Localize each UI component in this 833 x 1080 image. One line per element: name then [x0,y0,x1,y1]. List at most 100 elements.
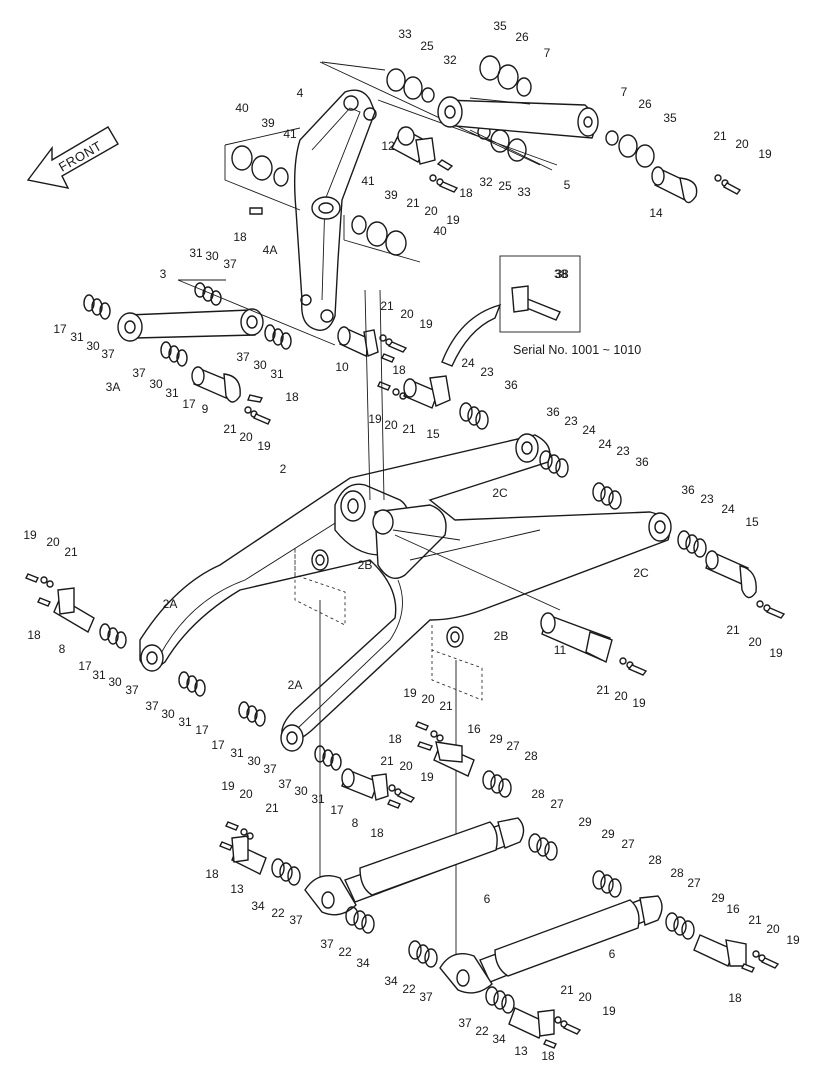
front-arrow: FRONT [26,126,119,189]
callout-23: 23 [700,492,714,506]
boom-arm [139,433,672,752]
callout-29: 29 [601,827,615,841]
callout-22: 22 [271,906,285,920]
upper-washers [386,55,532,162]
callout-37: 37 [236,350,250,364]
callout-28: 28 [670,866,684,880]
callout-20: 20 [421,692,435,706]
callout-37: 37 [458,1016,472,1030]
callout-15: 15 [745,515,759,529]
callout-36: 36 [504,378,518,392]
callout-30: 30 [247,754,261,768]
callout-30: 30 [108,675,122,689]
pin-14 [651,166,698,204]
callout-29: 29 [489,732,503,746]
tilt-cylinder-lower [439,895,663,994]
callout-21: 21 [265,801,279,815]
callout-18: 18 [388,732,402,746]
callout-2A: 2A [163,597,178,611]
callout-34: 34 [356,956,370,970]
callout-21: 21 [64,545,78,559]
callout-19: 19 [769,646,783,660]
callout-21: 21 [402,422,416,436]
callout-18: 18 [370,826,384,840]
callout-37: 37 [320,937,334,951]
callout-34: 34 [251,899,265,913]
callout-20: 20 [614,689,628,703]
callout-17: 17 [195,723,209,737]
callout-22: 22 [338,945,352,959]
callout-13: 13 [514,1044,528,1058]
callout-19: 19 [420,770,434,784]
callout-30: 30 [205,249,219,263]
callout-2: 2 [280,462,287,476]
callout-18: 18 [728,991,742,1005]
callout-20: 20 [766,922,780,936]
bell-crank [293,89,377,331]
callout-35: 35 [493,19,507,33]
callout-21: 21 [223,422,237,436]
callout-4A: 4A [263,243,278,257]
callout-36: 36 [546,405,560,419]
callout-23: 23 [616,444,630,458]
callout-25: 25 [498,179,512,193]
callout-8: 8 [59,642,66,656]
callout-17: 17 [330,803,344,817]
callout-37: 37 [145,699,159,713]
callout-20: 20 [424,204,438,218]
callout-24: 24 [598,437,612,451]
callout-37: 37 [223,257,237,271]
callout-36: 36 [635,455,649,469]
callout-29: 29 [578,815,592,829]
callout-13: 13 [230,882,244,896]
callout-33: 33 [517,185,531,199]
callout-19: 19 [786,933,800,947]
callout-14: 14 [649,206,663,220]
callout-31: 31 [165,386,179,400]
callout-19: 19 [23,528,37,542]
callout-22: 22 [402,982,416,996]
callout-36: 36 [681,483,695,497]
callout-19: 19 [602,1004,616,1018]
callout-40: 40 [433,224,447,238]
callout-11: 11 [554,643,567,657]
callout-31: 31 [178,715,192,729]
callout-41: 41 [361,174,375,188]
callout-23: 23 [564,414,578,428]
callout-24: 24 [461,356,475,370]
callout-2B: 2B [494,629,509,643]
callout-21: 21 [439,699,453,713]
callout-28: 28 [648,853,662,867]
link-3 [117,308,264,342]
callout-34: 34 [384,974,398,988]
callout-30: 30 [161,707,175,721]
callout-3: 3 [160,267,167,281]
callout-18: 18 [285,390,299,404]
callout-21: 21 [726,623,740,637]
callout-30: 30 [253,358,267,372]
callout-3A: 3A [106,380,121,394]
callout-2A: 2A [288,678,303,692]
callout-24: 24 [582,423,596,437]
callout-33: 33 [398,27,412,41]
callout-38: 38 [555,267,569,281]
callout-37: 37 [263,762,277,776]
tilt-link [437,96,599,139]
callout-19: 19 [446,213,460,227]
callout-6: 6 [484,892,491,906]
callout-35: 35 [663,111,677,125]
pin-12 [391,126,436,165]
callout-21: 21 [748,913,762,927]
callout-17: 17 [182,397,196,411]
callout-7: 7 [621,85,628,99]
callout-39: 39 [384,188,398,202]
callout-20: 20 [748,635,762,649]
callout-31: 31 [70,330,84,344]
callout-31: 31 [311,792,325,806]
callout-9: 9 [202,402,209,416]
callout-30: 30 [86,339,100,353]
callout-2B: 2B [358,558,373,572]
callout-7: 7 [544,46,551,60]
callout-19: 19 [257,439,271,453]
